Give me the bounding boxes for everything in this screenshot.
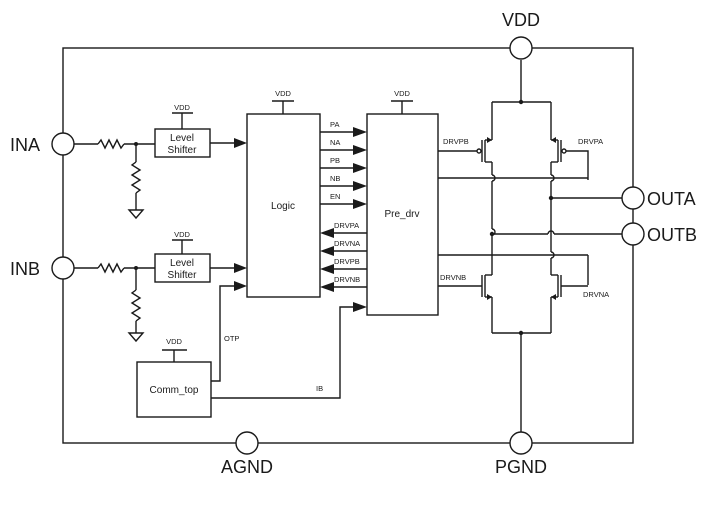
pgnd-pin-label: PGND — [495, 457, 547, 477]
ground-icon — [127, 209, 145, 220]
signal-pb-label: PB — [330, 156, 340, 165]
otp-signal: OTP — [211, 281, 247, 382]
pmos-transistor-icon — [476, 137, 492, 163]
svg-text:VDD: VDD — [394, 89, 410, 98]
signal-drvnb-label: DRVNB — [334, 275, 360, 284]
vdd-pin — [509, 36, 533, 60]
svg-text:Level: Level — [170, 258, 194, 269]
level-shifter-a: VDD Level Shifter — [154, 103, 247, 158]
inb-input-path — [74, 262, 155, 343]
svg-text:VDD: VDD — [275, 89, 291, 98]
signal-drvpa-label: DRVPA — [334, 221, 359, 230]
svg-text:VDD: VDD — [174, 103, 190, 112]
nmos-transistor-icon — [551, 274, 562, 300]
resistor-icon — [130, 161, 142, 194]
ina-input-path — [74, 138, 155, 220]
h-bridge: DRVPB DRVPA — [438, 99, 622, 432]
outa-pin — [621, 186, 645, 210]
signal-drvpb-label: DRVPB — [334, 257, 360, 266]
signal-drvna-label: DRVNA — [334, 239, 360, 248]
outb-pin-label: OUTB — [647, 225, 697, 245]
ina-pin-label: INA — [10, 135, 40, 155]
logic-to-predrv-signals: PA NA PB NB EN — [320, 120, 367, 209]
svg-text:VDD: VDD — [166, 337, 182, 346]
svg-text:Shifter: Shifter — [168, 270, 198, 281]
resistor-icon — [97, 138, 125, 150]
pgnd-pin — [509, 431, 533, 455]
ina-pin — [51, 132, 75, 156]
signal-en-label: EN — [330, 192, 340, 201]
pmos-transistor-icon — [551, 137, 567, 163]
inb-pin — [51, 256, 75, 280]
gate-drvnb-label: DRVNB — [440, 273, 466, 282]
svg-text:Level: Level — [170, 133, 194, 144]
nmos-transistor-icon — [481, 274, 492, 300]
signal-nb-label: NB — [330, 174, 340, 183]
outa-pin-label: OUTA — [647, 189, 696, 209]
svg-text:IB: IB — [316, 384, 323, 393]
inb-pin-label: INB — [10, 259, 40, 279]
signal-na-label: NA — [330, 138, 340, 147]
vdd-pin-label: VDD — [502, 10, 540, 30]
logic-block: VDD Logic — [246, 89, 321, 298]
svg-text:OTP: OTP — [224, 334, 239, 343]
agnd-pin — [235, 431, 259, 455]
gate-drvpb-label: DRVPB — [443, 137, 469, 146]
svg-text:Logic: Logic — [271, 201, 295, 212]
agnd-pin-label: AGND — [221, 457, 273, 477]
pre-drv-block: VDD Pre_drv — [366, 89, 439, 316]
svg-text:Pre_drv: Pre_drv — [384, 209, 419, 220]
comm-top-block: VDD Comm_top — [136, 337, 212, 418]
signal-pa-label: PA — [330, 120, 339, 129]
resistor-icon — [97, 262, 125, 274]
level-shifter-b: VDD Level Shifter — [154, 230, 247, 283]
gate-drvpa-label: DRVPA — [578, 137, 603, 146]
gate-drvna-label: DRVNA — [583, 290, 609, 299]
svg-text:Comm_top: Comm_top — [150, 385, 199, 396]
svg-text:Shifter: Shifter — [168, 145, 198, 156]
ground-icon — [127, 332, 145, 343]
resistor-icon — [130, 289, 142, 322]
outb-pin — [621, 222, 645, 246]
predrv-to-logic-signals: DRVPA DRVNA DRVPB DRVNB — [320, 221, 367, 292]
ib-signal: IB — [211, 302, 367, 399]
svg-text:VDD: VDD — [174, 230, 190, 239]
